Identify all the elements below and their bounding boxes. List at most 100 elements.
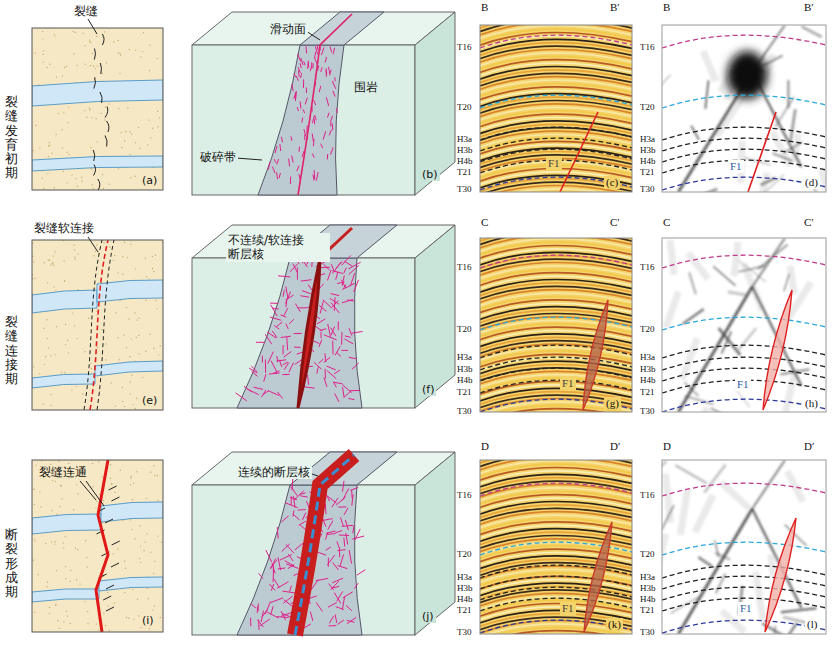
coherence-streak xyxy=(739,261,766,282)
grain-dot xyxy=(130,244,131,245)
horizon-line xyxy=(480,483,632,496)
grain-dot xyxy=(118,337,119,338)
fracture xyxy=(306,46,308,53)
fracture xyxy=(321,144,323,149)
fracture xyxy=(290,177,291,185)
fault-zone xyxy=(584,522,612,632)
grain-dot xyxy=(147,144,148,145)
grain-dot xyxy=(35,540,36,541)
grain-dot xyxy=(84,110,85,111)
fracture xyxy=(340,517,343,526)
fracture xyxy=(289,319,294,324)
horizon-line xyxy=(480,368,632,381)
fracture xyxy=(270,560,277,568)
grain-dot xyxy=(121,147,122,148)
horizon-label: H4b xyxy=(457,156,473,167)
fault-line xyxy=(560,112,598,192)
horizon-label: H3a xyxy=(457,352,472,363)
grain-dot xyxy=(56,326,57,327)
horizon-label: T20 xyxy=(640,102,655,113)
coherence-streak xyxy=(689,273,696,295)
grain-dot xyxy=(104,31,105,32)
grain-dot xyxy=(109,630,110,631)
grain-dot xyxy=(56,513,57,514)
fracture xyxy=(338,550,346,551)
horizon-line xyxy=(480,576,632,589)
grain-dot xyxy=(161,542,162,543)
grain-dot xyxy=(87,623,88,624)
fracture xyxy=(262,390,267,397)
grain-dot xyxy=(76,386,77,387)
horizon-line xyxy=(662,160,826,173)
horizon-label: T20 xyxy=(640,324,655,335)
grain-dot xyxy=(157,126,158,127)
grain-dot xyxy=(81,181,82,182)
fracture xyxy=(327,371,336,379)
fracture xyxy=(336,352,341,356)
horizon-label: H3b xyxy=(640,364,656,375)
grain-dot xyxy=(79,583,80,584)
grain-dot xyxy=(43,50,44,51)
grain-dot xyxy=(59,628,60,629)
horizon-label: T21 xyxy=(457,605,472,616)
fracture xyxy=(98,179,100,190)
grain-dot xyxy=(159,117,160,118)
grain-dot xyxy=(78,253,79,254)
panel-frame xyxy=(662,25,826,192)
grain-dot xyxy=(68,122,69,123)
section-end-label: C′ xyxy=(804,216,814,229)
grain-dot xyxy=(138,318,139,319)
fracture xyxy=(277,159,279,164)
fracture xyxy=(251,604,256,608)
fracture xyxy=(106,585,114,589)
fracture xyxy=(319,306,326,312)
horizon-label: H3b xyxy=(457,145,473,156)
grain-dot xyxy=(103,500,104,501)
fracture xyxy=(314,170,316,179)
fracture xyxy=(333,382,336,388)
fracture xyxy=(102,34,104,45)
grain-dot xyxy=(54,35,55,36)
fracture xyxy=(301,73,302,78)
grain-dot xyxy=(93,255,94,256)
fracture xyxy=(341,350,348,351)
fracture xyxy=(298,509,306,511)
fracture xyxy=(277,616,289,618)
grain-dot xyxy=(122,256,123,257)
grain-dot xyxy=(65,536,66,537)
grain-dot xyxy=(140,545,141,546)
fracture xyxy=(339,547,340,557)
coherence-streak xyxy=(752,238,785,287)
rock-layer xyxy=(32,290,97,313)
fracture xyxy=(304,61,305,65)
grain-dot xyxy=(133,483,134,484)
grain-dot xyxy=(55,251,56,252)
grain-dot xyxy=(126,307,127,308)
grain-dot xyxy=(121,132,122,133)
fracture xyxy=(342,255,351,265)
grain-dot xyxy=(152,609,153,610)
horizon-label: T16 xyxy=(640,42,655,53)
fracture xyxy=(326,68,327,77)
rock-layer xyxy=(99,577,163,591)
grain-dot xyxy=(143,550,144,551)
fracture xyxy=(327,154,328,159)
fracture xyxy=(343,538,345,547)
fracture xyxy=(317,319,325,324)
section-end-label: B xyxy=(663,1,670,14)
grain-dot xyxy=(47,173,48,174)
grain-dot xyxy=(52,480,53,481)
grain-dot xyxy=(113,41,114,42)
fracture xyxy=(310,612,313,621)
fracture xyxy=(289,363,294,373)
fracture xyxy=(328,558,329,567)
grain-dot xyxy=(98,461,99,462)
horizon-label: H4b xyxy=(640,375,656,386)
leader-line xyxy=(88,237,98,252)
fracture xyxy=(292,84,293,91)
grain-dot xyxy=(50,355,51,356)
horizon-line xyxy=(662,620,826,633)
fracture xyxy=(339,535,349,537)
grain-dot xyxy=(128,318,129,319)
